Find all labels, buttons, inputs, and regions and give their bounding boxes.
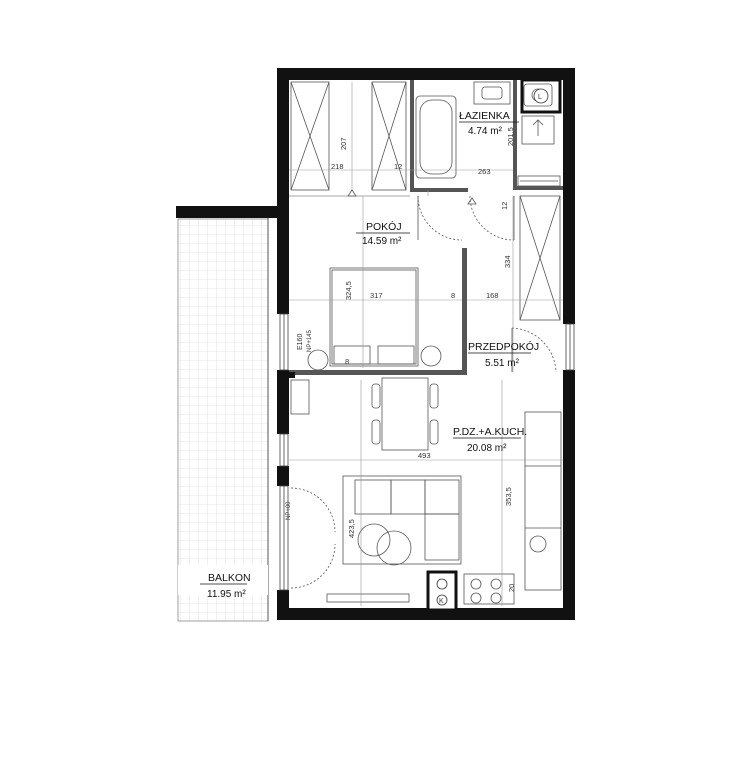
bed: [307, 267, 442, 371]
hall-wardrobe: [519, 195, 561, 321]
dim-12-a: 12: [394, 162, 402, 171]
room-area: 14.59 m²: [362, 236, 402, 247]
room-area: 4.74 m²: [468, 126, 503, 137]
dim-493: 493: [418, 451, 431, 460]
tv-bench: [290, 379, 410, 603]
dimension-labels: 207 218 12 263 201,5 12 334 324,5 317 8 …: [331, 127, 516, 592]
np145-label: NP+145: [307, 329, 313, 352]
dining-table: [371, 377, 439, 451]
bathroom-fixtures: [415, 81, 561, 187]
sofa: [342, 475, 462, 566]
dimension-lines: [289, 82, 563, 606]
shaft-k-label: K: [439, 598, 444, 605]
balcony: [176, 206, 280, 622]
symbols: E160 NP+145 NP+00 L K: [286, 94, 542, 605]
doors: [290, 195, 557, 589]
entry-marker: [347, 189, 477, 205]
room-area: 5.51 m²: [485, 358, 520, 369]
np00-label: NP+00: [286, 501, 292, 520]
dim-168: 168: [486, 291, 499, 300]
room-name: P.DZ.+A.KUCH.: [453, 426, 527, 438]
room-kuchnia: P.DZ.+A.KUCH. 20.08 m²: [453, 426, 527, 454]
interior-walls: [289, 80, 563, 378]
dim-20: 20: [507, 584, 516, 592]
room-name: BALKON: [208, 572, 251, 584]
dim-334: 334: [503, 255, 512, 268]
dim-218: 218: [331, 162, 344, 171]
dim-207: 207: [339, 137, 348, 150]
room-balkon: BALKON 11.95 m²: [200, 572, 251, 600]
room-lazienka: ŁAZIENKA 4.74 m²: [459, 110, 519, 137]
room-area: 11.95 m²: [207, 589, 246, 600]
wardrobes: [289, 81, 410, 197]
windows: [279, 313, 575, 591]
dim-263: 263: [478, 167, 491, 176]
dim-317: 317: [370, 291, 383, 300]
shaft-l-label: L: [538, 94, 542, 101]
room-name: ŁAZIENKA: [459, 110, 510, 122]
shafts: [426, 78, 562, 612]
dim-353-5: 353,5: [504, 487, 513, 506]
dim-201-5: 201,5: [506, 127, 515, 146]
dim-324-5: 324,5: [344, 281, 353, 300]
room-pokoj: POKÓJ 14.59 m²: [356, 220, 410, 247]
kitchen-counter: [463, 411, 562, 605]
room-name: PRZEDPOKÓJ: [468, 340, 539, 353]
outer-walls: [277, 68, 575, 620]
e160-label: E160: [297, 334, 304, 350]
dim-8-a: 8: [451, 291, 455, 300]
room-przedpokoj: PRZEDPOKÓJ 5.51 m²: [468, 340, 539, 369]
dim-8-b: 8: [345, 357, 349, 366]
room-area: 20.08 m²: [467, 443, 507, 454]
dim-12-b: 12: [500, 202, 509, 210]
dim-423-5: 423,5: [347, 519, 356, 538]
room-name: POKÓJ: [366, 220, 402, 233]
